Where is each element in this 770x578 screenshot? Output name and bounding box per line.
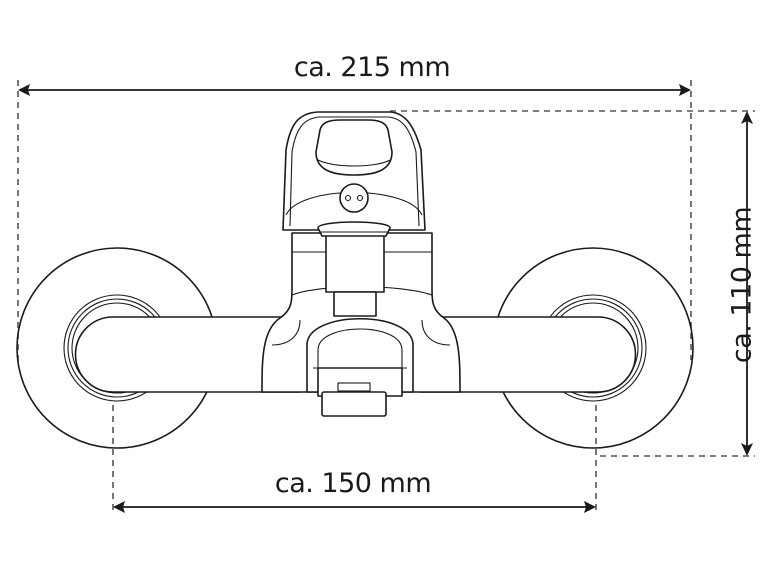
faucet-body	[74, 229, 637, 417]
dimension-guides	[17, 80, 755, 515]
connection-spacing-label: ca. 150 mm	[274, 468, 432, 499]
dimension-line-110	[741, 111, 753, 456]
lever-housing	[282, 111, 426, 237]
dimension-line-150	[113, 501, 596, 513]
dimension-line-215	[18, 84, 691, 96]
height-label: ca. 110 mm	[726, 206, 758, 364]
overall-width-label: ca. 215 mm	[293, 52, 451, 83]
